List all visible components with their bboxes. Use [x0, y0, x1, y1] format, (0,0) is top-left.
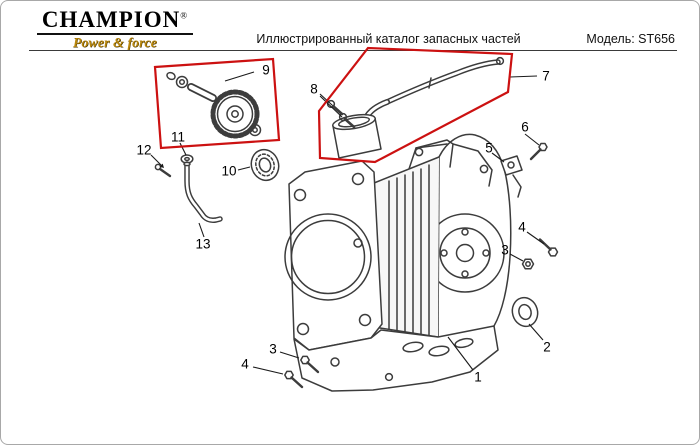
leader-part12-arrowhead [159, 163, 164, 168]
leader-part3-bottom [279, 351, 300, 359]
oil-seal-part2 [511, 296, 539, 328]
callout-part-11: 11 [170, 129, 186, 145]
bolt-part6 [529, 142, 548, 161]
screw-part12 [154, 163, 172, 178]
ball-bearing [250, 148, 280, 182]
page-title: Иллюстрированный каталог запасных частей [256, 32, 521, 46]
camshaft-gear-assembly [166, 71, 262, 139]
leader-part9 [224, 71, 255, 82]
bolt-part4-top [538, 238, 559, 257]
leader-part12 [150, 154, 164, 168]
header-divider [29, 50, 677, 51]
highlight-boxes [153, 46, 514, 164]
bolt-part3-bottom [300, 355, 320, 374]
callout-part-5: 5 [485, 140, 493, 156]
leader-part1 [447, 336, 474, 371]
leader-part5 [491, 152, 505, 163]
callout-part-8: 8 [310, 81, 318, 97]
breather-assembly [332, 56, 505, 159]
callout-part-12: 12 [136, 142, 152, 158]
leader-part13 [198, 222, 205, 238]
callout-part-3-bottom: 3 [269, 341, 277, 357]
leader-lines [150, 71, 545, 375]
callout-part-7: 7 [542, 68, 550, 84]
brand-name: CHAMPION® [31, 8, 199, 31]
callout-part-6: 6 [521, 119, 529, 135]
highlight-box-gear [153, 57, 281, 150]
bracket-part5 [500, 155, 523, 198]
cylinder-fins [373, 156, 440, 338]
model-label: Модель: ST656 [586, 32, 675, 46]
leader-part4-bottom [252, 366, 284, 375]
logo-underline [37, 33, 193, 35]
nut-part3-top [521, 258, 535, 270]
leader-part8b [319, 95, 343, 118]
leader-part8a [319, 93, 333, 106]
callout-part-4-bottom: 4 [241, 356, 249, 372]
base-flange [293, 325, 499, 392]
leader-part11 [179, 142, 187, 156]
highlight-box-breather [317, 46, 514, 164]
bolt-part4-bottom [284, 370, 304, 389]
tank-bracket [404, 139, 493, 187]
brand-text: CHAMPION [41, 7, 181, 32]
callout-part-1: 1 [474, 369, 482, 385]
leader-part10 [237, 166, 251, 171]
leader-part7 [509, 75, 538, 78]
leader-part3-top [509, 253, 524, 262]
champion-logo: CHAMPION® Power & force [31, 8, 199, 52]
registered-mark: ® [180, 10, 189, 21]
callout-part-13: 13 [195, 236, 211, 252]
brand-tagline: Power & force [73, 36, 157, 51]
leader-part4-top [526, 231, 545, 245]
side-cover-plate [284, 160, 383, 351]
callout-part-4-top: 4 [518, 219, 526, 235]
callout-part-9: 9 [262, 62, 270, 78]
callout-part-3-top: 3 [501, 242, 509, 258]
engine-drawing [154, 56, 559, 392]
leader-part6 [524, 133, 540, 146]
callout-part-2: 2 [543, 339, 551, 355]
leader-part2 [528, 323, 544, 341]
oil-pipe-part13 [183, 161, 223, 223]
callout-part-10: 10 [221, 163, 237, 179]
